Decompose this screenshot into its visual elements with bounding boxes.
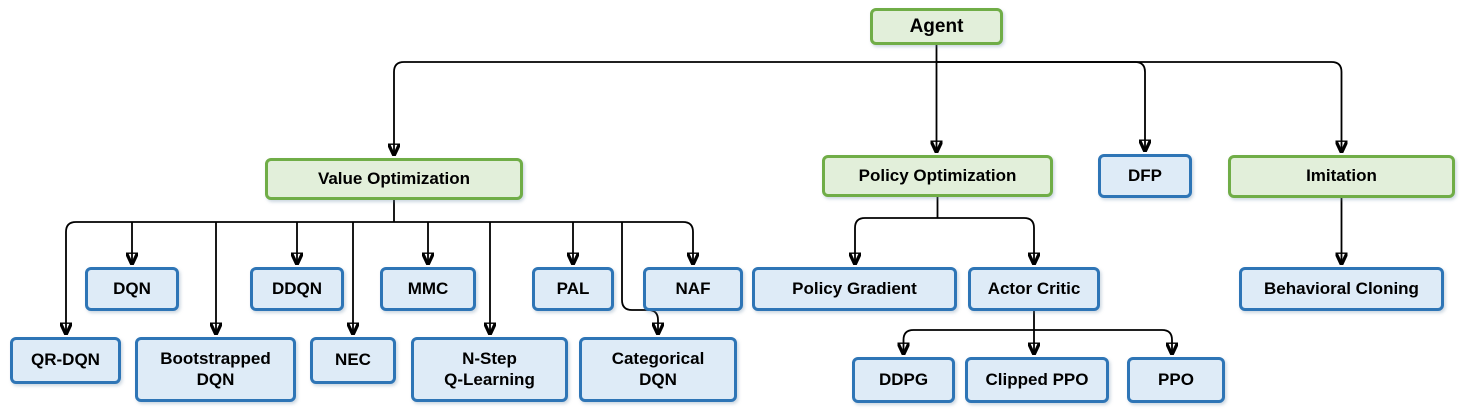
node-agent: Agent	[870, 8, 1003, 45]
node-clipped-ppo: Clipped PPO	[965, 357, 1109, 403]
edge-agent-imitation	[936, 61, 1342, 152]
node-imitation: Imitation	[1228, 155, 1455, 198]
edge-policy-optimization-policy-gradient	[855, 217, 938, 264]
node-categorical-dqn: Categorical DQN	[579, 337, 737, 402]
node-qr-dqn: QR-DQN	[10, 337, 121, 384]
node-value-optimization: Value Optimization	[265, 158, 523, 200]
node-behavioral-cloning: Behavioral Cloning	[1239, 267, 1444, 311]
edge-value-optimization-categorical-dqn	[621, 222, 658, 334]
node-policy-optimization: Policy Optimization	[822, 155, 1053, 197]
node-mmc: MMC	[380, 267, 476, 311]
node-ppo: PPO	[1127, 357, 1225, 403]
edge-value-optimization-qr-dqn	[66, 221, 394, 334]
edge-agent-value-optimization	[394, 61, 937, 155]
node-ddpg: DDPG	[852, 357, 955, 403]
edge-policy-optimization-actor-critic	[937, 217, 1035, 264]
node-dfp: DFP	[1098, 154, 1192, 198]
node-nec: NEC	[310, 337, 396, 384]
node-bootstrapped-dqn: Bootstrapped DQN	[135, 337, 296, 402]
node-naf: NAF	[643, 267, 743, 311]
node-ddqn: DDQN	[250, 267, 344, 311]
node-dqn: DQN	[85, 267, 179, 311]
node-policy-gradient: Policy Gradient	[752, 267, 957, 311]
node-pal: PAL	[532, 267, 614, 311]
node-n-step-q-learning: N-Step Q-Learning	[411, 337, 568, 402]
edge-actor-critic-ppo	[1034, 329, 1172, 354]
edge-value-optimization-naf	[394, 221, 693, 264]
edge-agent-dfp	[936, 61, 1146, 151]
edge-actor-critic-ddpg	[904, 329, 1034, 354]
node-actor-critic: Actor Critic	[968, 267, 1100, 311]
